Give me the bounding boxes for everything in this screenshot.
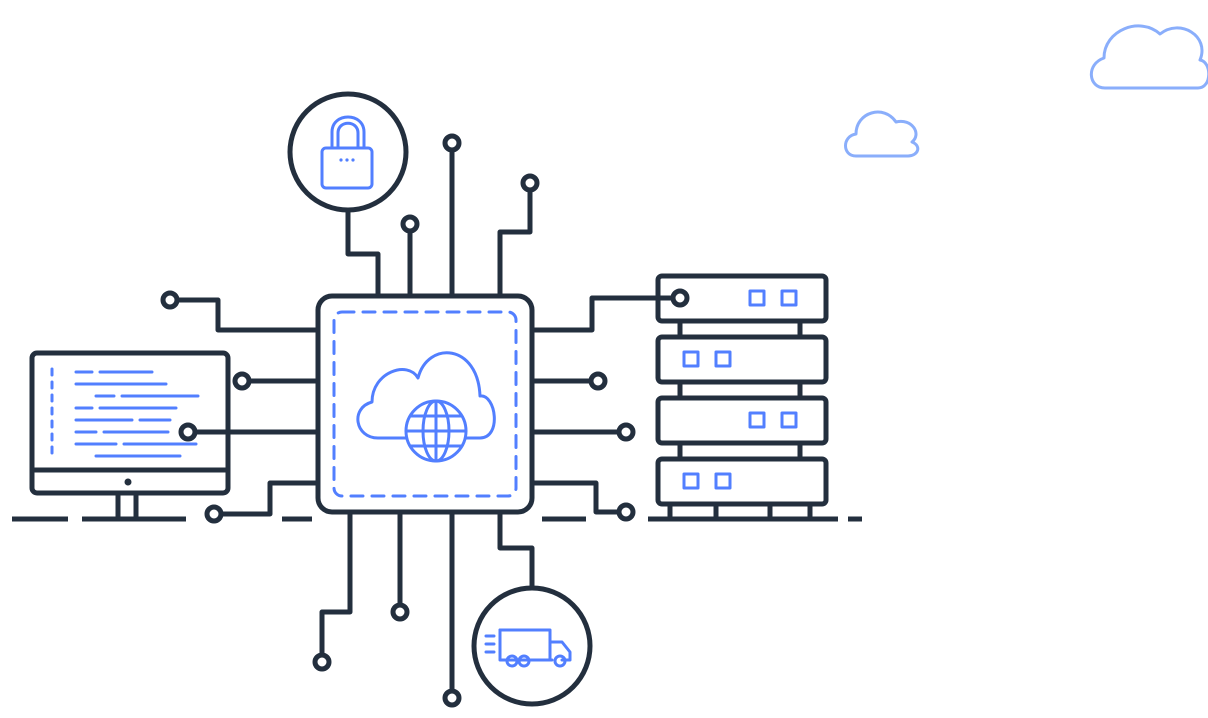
cloud-icon — [356, 351, 496, 440]
code-lines — [50, 367, 200, 459]
background-cloud-large-icon — [1089, 24, 1208, 90]
lock-icon — [320, 115, 374, 190]
truck-icon — [484, 628, 572, 668]
server-unit-4 — [655, 456, 829, 507]
trace-nodes — [160, 133, 690, 708]
server-unit-3 — [655, 395, 829, 446]
lock-bubble — [287, 91, 409, 213]
globe-icon — [404, 399, 468, 463]
truck-bubble — [471, 585, 593, 707]
server-unit-2 — [655, 334, 829, 385]
server-rack-icon — [655, 273, 829, 519]
circuit-traces — [167, 140, 683, 701]
monitor-icon — [29, 350, 231, 519]
circuit-chip-icon — [315, 293, 535, 515]
server-unit-1 — [655, 273, 829, 324]
background-cloud-small-icon — [844, 110, 920, 158]
